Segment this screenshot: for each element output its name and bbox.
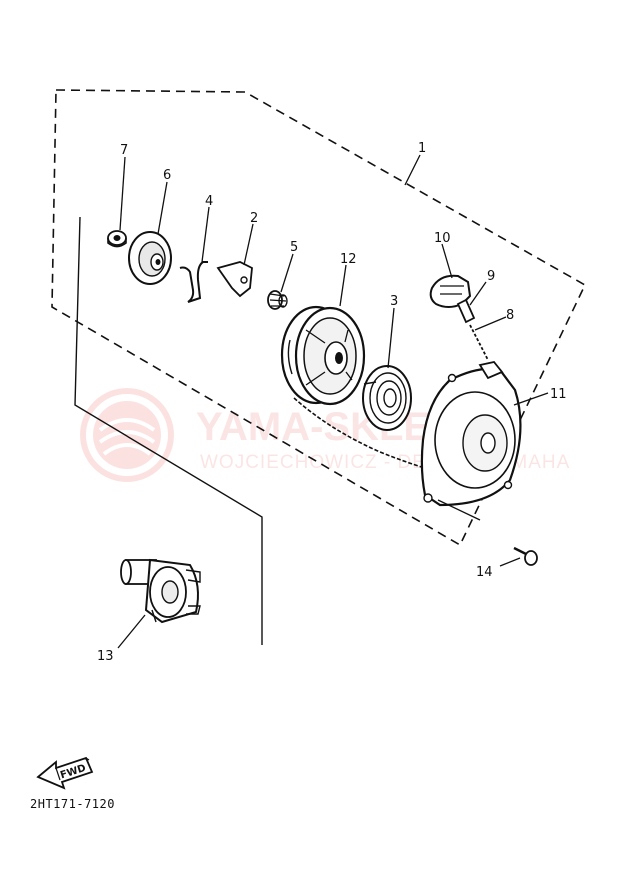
part-11-starter-case xyxy=(420,361,522,507)
callout-12: 12 xyxy=(340,252,357,267)
part-7-nut xyxy=(107,230,127,248)
callout-5: 5 xyxy=(290,240,298,255)
callout-13: 13 xyxy=(97,649,114,664)
assembly-outline-dashed xyxy=(51,89,587,547)
part-2-pawl xyxy=(216,261,253,298)
callout-8: 8 xyxy=(506,308,514,323)
part-10-handle xyxy=(429,274,472,308)
callout-labels: 1 2 3 4 5 6 7 8 9 10 11 12 13 14 xyxy=(97,141,567,664)
rope-to-handle xyxy=(469,324,489,361)
callout-1: 1 xyxy=(418,141,426,156)
part-4-spring-wire xyxy=(179,261,208,303)
part-6-plate xyxy=(128,231,172,285)
callout-14: 14 xyxy=(476,565,493,580)
callout-10: 10 xyxy=(434,231,451,246)
part-9-handle-insert xyxy=(456,298,476,324)
callout-9: 9 xyxy=(487,269,495,284)
part-3-recoil-spring xyxy=(362,365,412,431)
callout-2: 2 xyxy=(250,211,258,226)
fwd-arrow: FWD xyxy=(36,756,94,790)
callout-11: 11 xyxy=(550,387,567,402)
part-13-outline xyxy=(74,216,263,645)
callout-3: 3 xyxy=(390,294,398,309)
part-12-sheave-drum xyxy=(280,305,366,406)
part-14-bolt xyxy=(513,546,538,566)
diagram-code: 2HT171-7120 xyxy=(30,797,115,811)
starter-rope xyxy=(293,397,426,469)
part-13-drive-pulley xyxy=(120,558,201,624)
leader-lines xyxy=(117,154,549,649)
callout-4: 4 xyxy=(205,194,213,209)
callout-7: 7 xyxy=(120,143,128,158)
part-5-spring xyxy=(267,290,288,310)
callout-6: 6 xyxy=(163,168,171,183)
watermark-logo xyxy=(80,388,174,482)
